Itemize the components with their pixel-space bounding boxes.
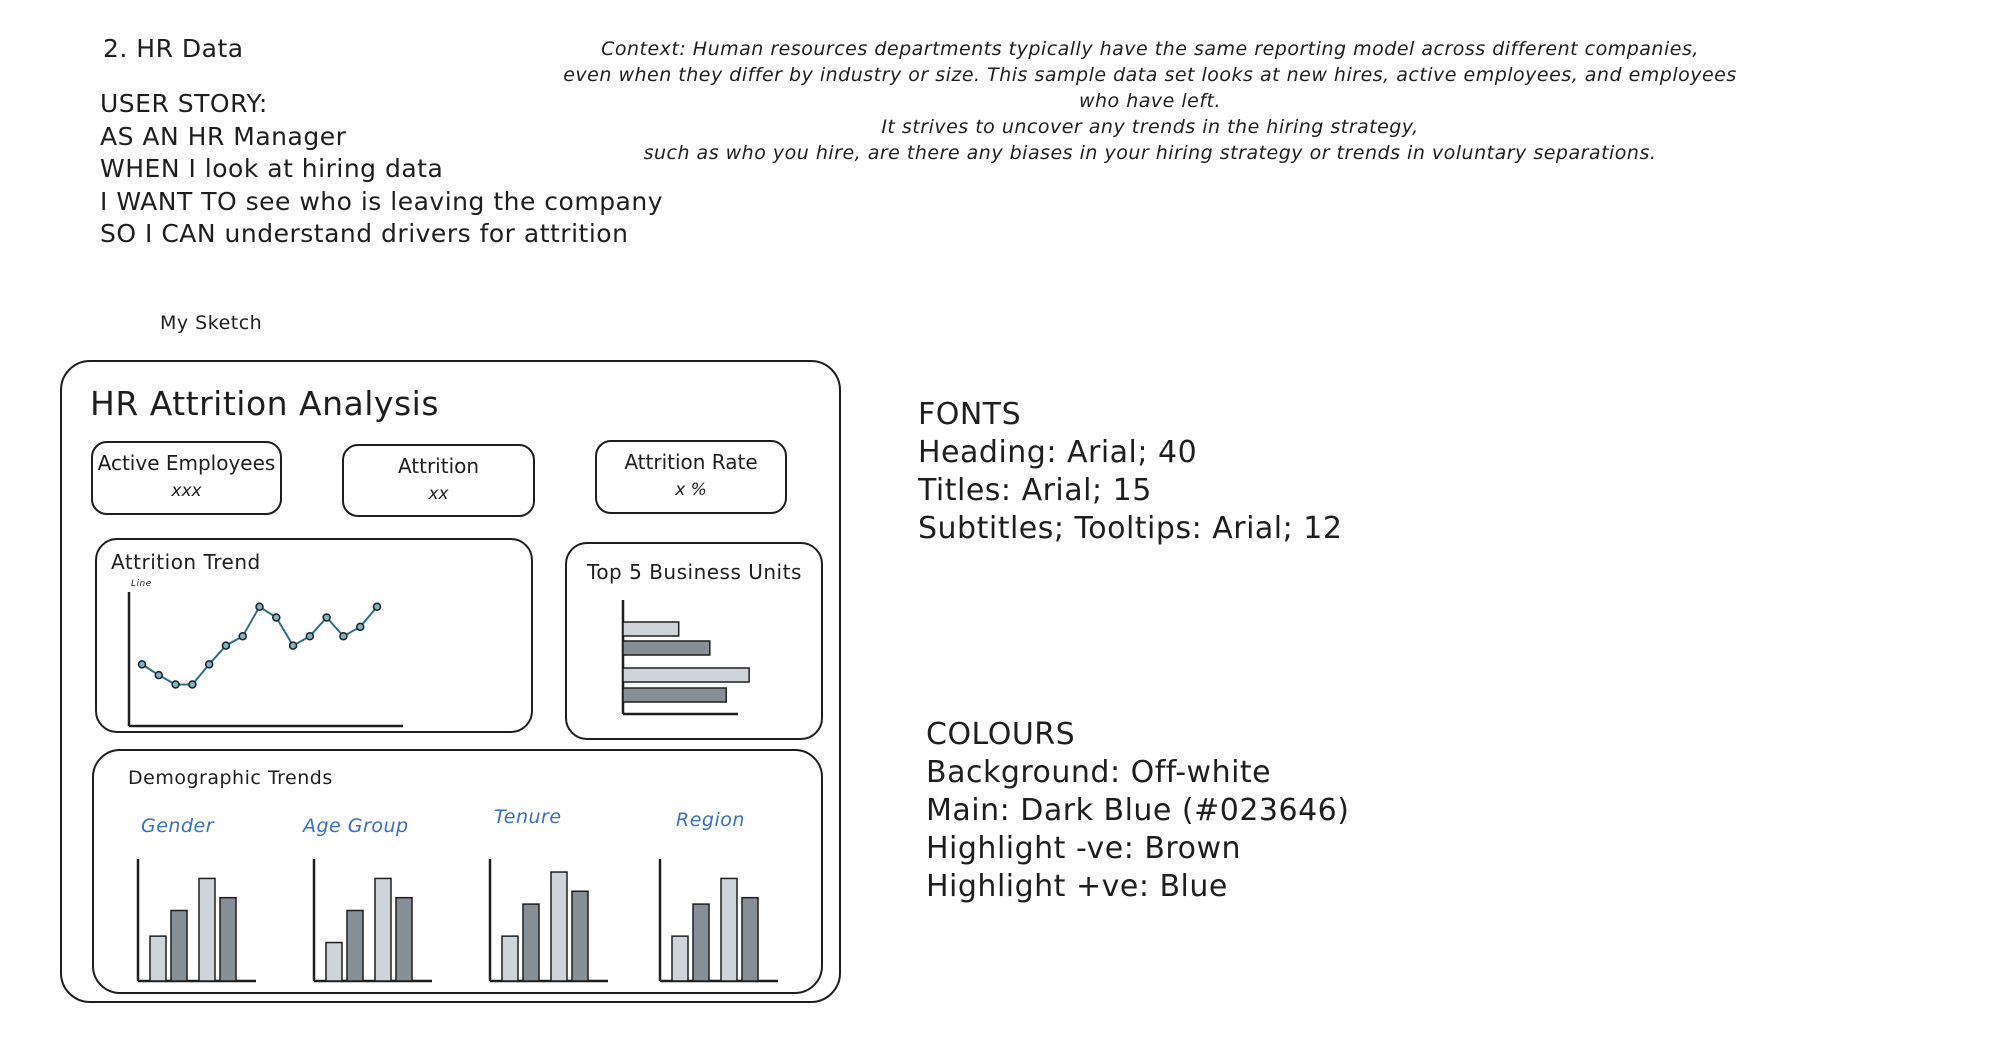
kpi-value: x % [675, 480, 707, 500]
fonts-line: Subtitles; Tooltips: Arial; 12 [918, 511, 1343, 546]
demographic-trends-card [92, 749, 823, 994]
trend-point [204, 660, 214, 669]
tenure-bar [571, 890, 589, 982]
age-group-bar [395, 896, 413, 982]
region-bar [692, 903, 710, 982]
top5-title: Top 5 Business Units [587, 560, 802, 584]
user-story: USER STORY: AS AN HR Manager WHEN I look… [100, 88, 663, 251]
fonts-line: FONTS [918, 397, 1022, 432]
trend-point [288, 641, 298, 650]
colours-spec: COLOURS Background: Off-white Main: Dark… [926, 716, 1349, 906]
trend-point [322, 613, 331, 622]
demographic-trends-title: Demographic Trends [128, 767, 333, 789]
sketch-label: My Sketch [160, 312, 263, 334]
attrition-trend-title: Attrition Trend [111, 550, 261, 574]
user-story-line: USER STORY: [100, 89, 268, 118]
trend-point [137, 660, 147, 669]
attrition-trend-card [95, 538, 533, 733]
top5-bar [622, 687, 727, 703]
top5-bar [622, 667, 750, 683]
gender-bar [198, 877, 216, 982]
gender-bar [149, 935, 167, 982]
trend-point [372, 602, 382, 611]
fonts-line: Titles: Arial; 15 [918, 473, 1152, 508]
top5-business-units-card [565, 542, 823, 740]
gender-bar [219, 896, 237, 982]
trend-line [141, 605, 378, 686]
age-group-bar [325, 941, 343, 982]
region-bar [671, 935, 689, 982]
trend-point [339, 631, 348, 641]
trend-axis-label: Line [131, 579, 152, 589]
colours-line: Highlight +ve: Blue [926, 869, 1228, 904]
context-text: Context: Human resources departments typ… [560, 36, 1740, 166]
colours-line: Highlight -ve: Brown [926, 831, 1242, 866]
region-bar [741, 896, 759, 982]
kpi-label: Attrition [397, 454, 480, 478]
kpi-card-active-employees: Active Employees xxx [91, 441, 282, 515]
trend-point [188, 680, 197, 689]
user-story-line: WHEN I look at hiring data [100, 154, 444, 183]
subtitle-tenure: Tenure [494, 806, 562, 828]
kpi-label: Active Employees [97, 451, 276, 475]
subtitle-gender: Gender [141, 815, 215, 837]
fonts-spec: FONTS Heading: Arial; 40 Titles: Arial; … [918, 396, 1342, 548]
context-line: even when they differ by industry or siz… [563, 64, 1737, 112]
dashboard-sketch-frame [60, 360, 841, 1003]
kpi-card-attrition: Attrition xx [342, 444, 535, 517]
colours-line: Background: Off-white [926, 755, 1272, 790]
subtitle-age-group: Age Group [303, 815, 409, 837]
colours-line: Main: Dark Blue (#023646) [926, 793, 1350, 828]
gender-bar [170, 909, 188, 982]
region-bar [720, 877, 738, 982]
trend-point [272, 613, 281, 622]
page-heading: 2. HR Data [103, 34, 244, 63]
kpi-value: xx [428, 484, 449, 504]
user-story-line: SO I CAN understand drivers for attritio… [100, 219, 629, 248]
user-story-line: I WANT TO see who is leaving the company [100, 186, 664, 216]
user-story-line: AS AN HR Manager [100, 121, 347, 151]
kpi-label: Attrition Rate [624, 450, 758, 474]
context-line: Context: Human resources departments typ… [601, 38, 1699, 60]
age-group-bar [374, 877, 392, 982]
trend-point [305, 631, 315, 641]
tenure-bar [550, 871, 568, 982]
kpi-card-attrition-rate: Attrition Rate x % [595, 440, 787, 514]
trend-point [238, 631, 247, 641]
trend-point [255, 602, 264, 611]
trend-point [355, 622, 365, 632]
tenure-bar [522, 903, 540, 982]
colours-line: COLOURS [926, 717, 1076, 752]
context-line: It strives to uncover any trends in the … [881, 116, 1419, 138]
age-group-bar [346, 909, 364, 982]
trend-point [171, 680, 180, 689]
top5-bar [622, 640, 711, 656]
tenure-bar [501, 935, 519, 982]
trend-point [221, 641, 231, 650]
dashboard-title: HR Attrition Analysis [90, 384, 440, 423]
top5-bar [622, 621, 680, 637]
trend-point [154, 670, 164, 680]
context-line: such as who you hire, are there any bias… [643, 142, 1657, 164]
subtitle-region: Region [676, 809, 745, 831]
fonts-line: Heading: Arial; 40 [918, 435, 1198, 470]
kpi-value: xxx [171, 481, 202, 501]
